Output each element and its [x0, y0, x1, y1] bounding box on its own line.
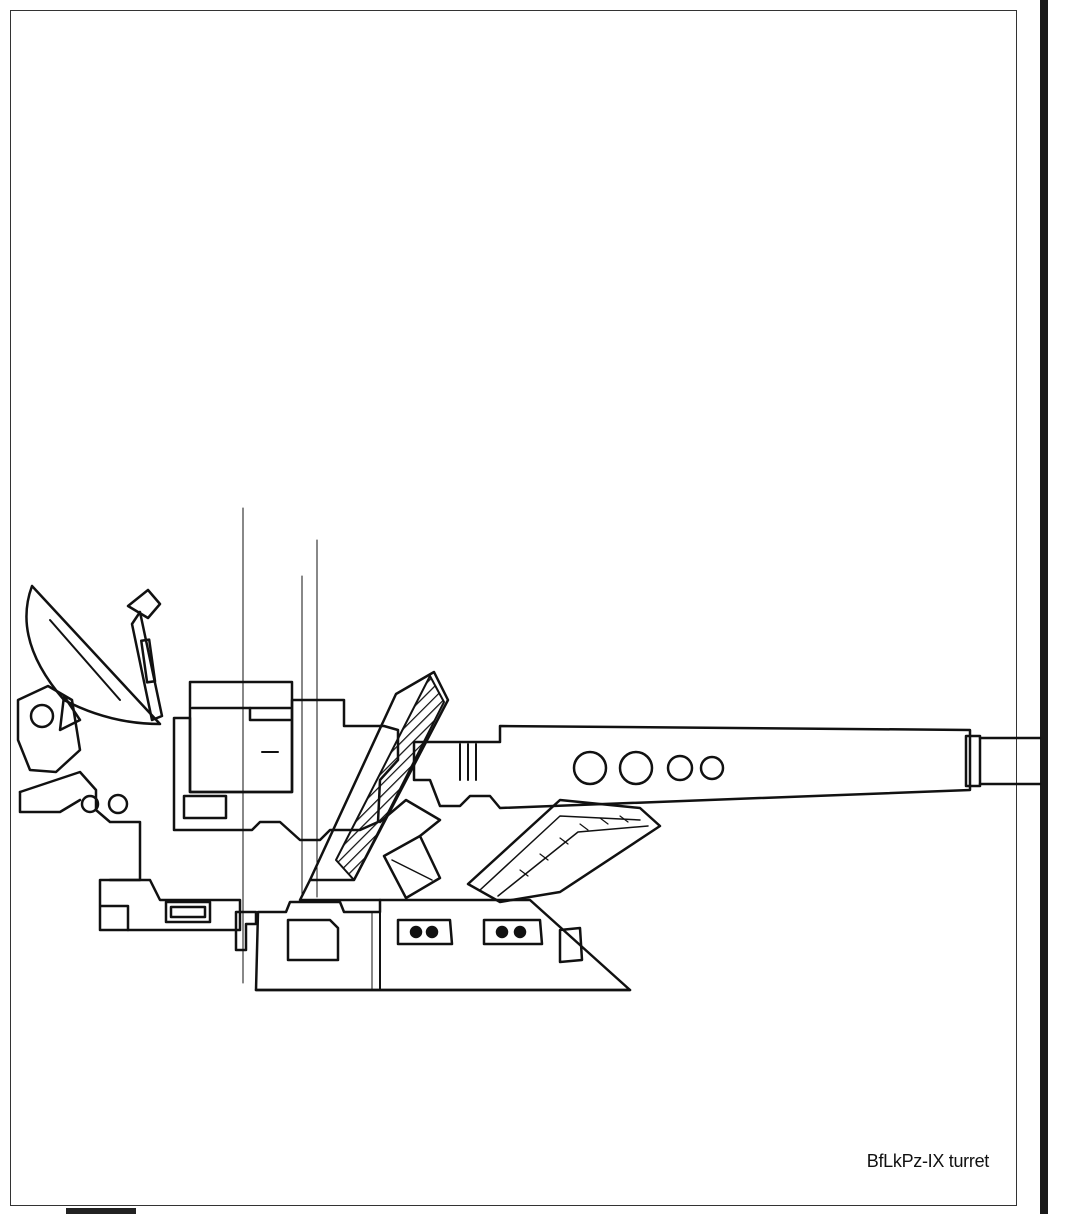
- sight-box: [188, 680, 294, 794]
- sensor-mast: [126, 588, 164, 722]
- elevation-strut: [378, 798, 442, 900]
- turret-base: [234, 898, 632, 992]
- page-edge-mark: [66, 1208, 136, 1214]
- hatched-armor-plate: [298, 670, 450, 902]
- pivot-arm: [16, 684, 242, 932]
- satellite-dish: [25, 584, 162, 732]
- main-gun-barrel: [412, 724, 1042, 810]
- binding-spine: [1040, 0, 1048, 1214]
- missile-launcher: [466, 798, 662, 904]
- figure-caption: BfLkPz-IX turret: [866, 1151, 990, 1171]
- reference-lines: [242, 507, 318, 984]
